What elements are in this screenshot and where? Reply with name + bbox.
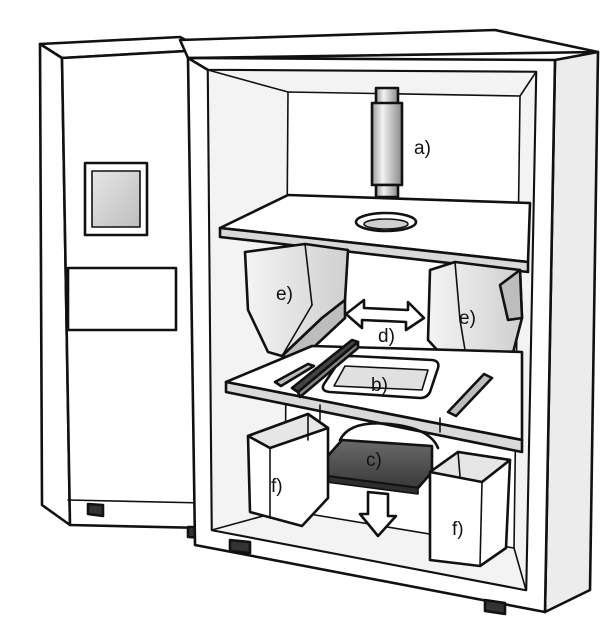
right-hopper-chute [498, 268, 524, 322]
label-e-right: e) [459, 308, 476, 329]
left-powder-slot [273, 362, 316, 388]
control-cabinet-base-line [67, 499, 206, 504]
recoater-blade-edge [296, 340, 360, 399]
interior-edge [207, 69, 289, 93]
left-hopper-edge [304, 243, 313, 306]
component-e-left-hopper [243, 242, 350, 362]
right-bin-rim [428, 450, 512, 484]
label-f-left: f) [271, 476, 283, 497]
right-hopper-edge [454, 261, 461, 321]
control-cabinet-foot [86, 502, 105, 518]
nozzle-tip [374, 183, 400, 199]
nozzle-top-cap [374, 86, 400, 106]
component-f-left-bin [246, 412, 330, 528]
label-d: d) [378, 326, 395, 347]
build-platform-shelf [224, 338, 524, 454]
lower-support [319, 404, 441, 450]
control-panel-screen [91, 170, 141, 228]
double-arrow-icon [344, 298, 426, 332]
left-hopper-edge [281, 304, 313, 357]
main-cabinet-foot [228, 538, 252, 555]
upper-shelf-opening-inner [363, 218, 409, 230]
right-powder-slot [446, 372, 494, 418]
control-cabinet [38, 35, 207, 540]
label-e-left: e) [276, 284, 293, 305]
label-a: a) [414, 138, 431, 159]
down-arrow-icon [358, 490, 398, 538]
label-f-right: f) [452, 519, 464, 540]
support-arc [338, 422, 440, 450]
build-shelf-edge [224, 380, 524, 454]
upper-shelf-edge [218, 226, 530, 274]
main-cabinet-top [178, 28, 600, 60]
component-a-nozzle [370, 86, 404, 199]
label-c: c) [366, 450, 382, 471]
control-panel-label-plate [66, 266, 178, 332]
label-b: b) [371, 375, 388, 396]
upper-shelf [218, 193, 532, 274]
build-plate-surface [333, 365, 429, 391]
right-bin-inner-edge [457, 451, 461, 477]
main-cabinet-foot [483, 598, 507, 616]
right-bin-edge [479, 481, 483, 567]
interior-edge [519, 71, 537, 97]
component-f-right-bin [428, 450, 512, 568]
nozzle-body [370, 101, 404, 187]
interior-edge [513, 547, 527, 591]
component-d-recoater [290, 338, 360, 399]
left-hopper-spout [280, 298, 347, 362]
movement-double-arrow [344, 298, 426, 332]
